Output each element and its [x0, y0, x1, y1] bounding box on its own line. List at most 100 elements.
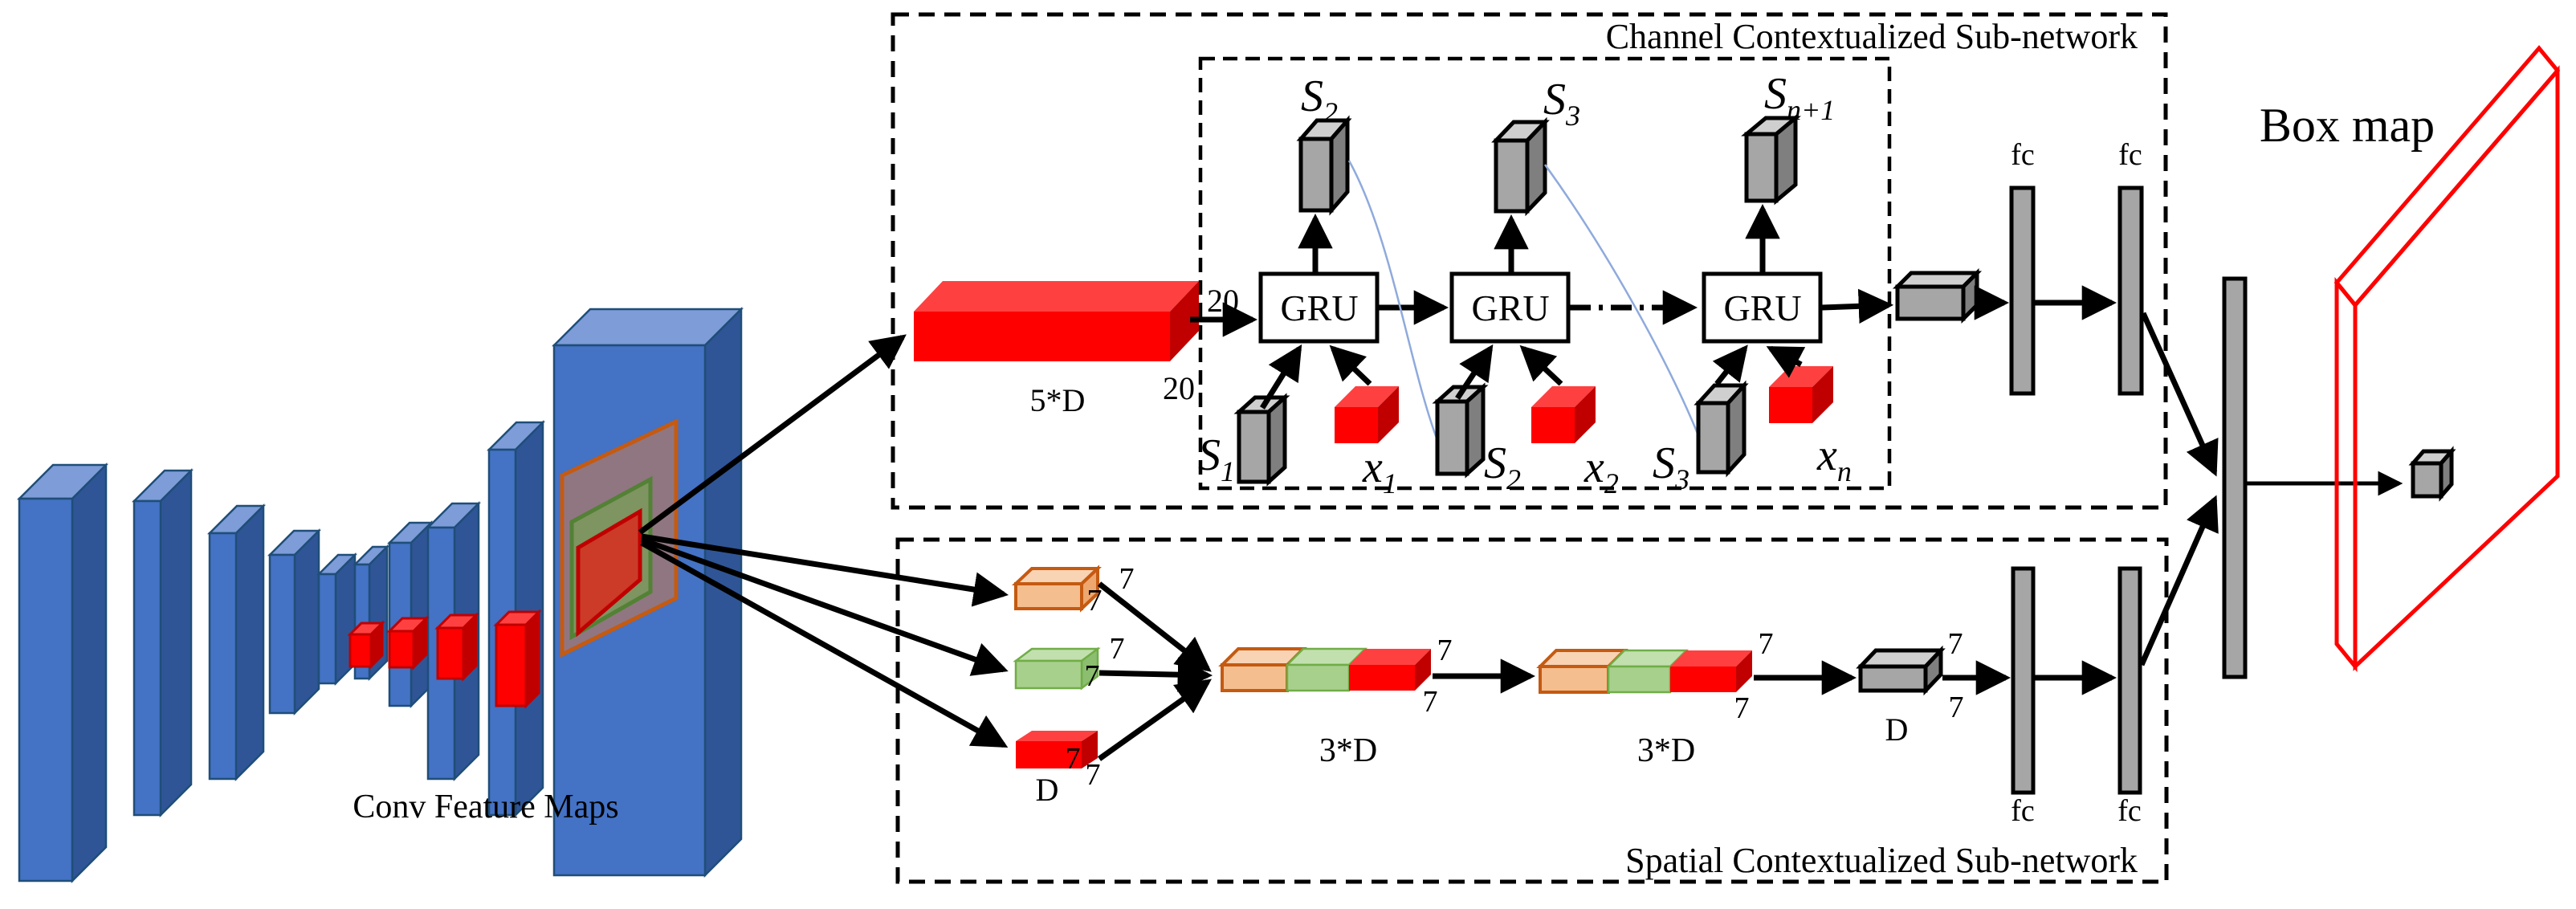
gru-label-2: GRU [1471, 287, 1549, 328]
channel-input-tensor [914, 281, 1199, 361]
channel-fc1-layer [2009, 185, 2036, 396]
dim7-concat1-a: 7 [1437, 634, 1453, 667]
concat2-label: 3*D [1637, 732, 1695, 769]
channel-subnetwork-title: Channel Contextualized Sub-network [1606, 17, 2138, 56]
roi-fanout-arrows [638, 334, 1009, 748]
channel-subnetwork: Channel Contextualized Sub-network 5*D 2… [891, 12, 2219, 510]
gru-label-1: GRU [1280, 287, 1358, 328]
x-input-1 [1335, 386, 1399, 443]
output-stage: Box map [2222, 45, 2561, 679]
label-x2: x2 [1584, 442, 1619, 499]
arrow-xn-gru3 [1766, 345, 1806, 378]
dim-20-left: 20 [1163, 370, 1195, 406]
gru-box-3 [1702, 271, 1823, 344]
roi-overlay-red [576, 507, 642, 638]
pooled-label: D [1885, 711, 1909, 748]
dim7-pool-b: 7 [1949, 691, 1964, 724]
state-input-s3 [1694, 380, 1749, 478]
state-output-s3 [1491, 116, 1550, 217]
arrow-s1-gru1 [1260, 344, 1302, 410]
concat-block-2 [1536, 649, 1752, 694]
label-s3-out: S3 [1543, 75, 1580, 132]
dim-20-top: 20 [1207, 283, 1239, 319]
x-input-n [1769, 366, 1833, 423]
box-map-plane [2333, 45, 2561, 672]
roi-box-4 [493, 609, 542, 709]
arrow-x2-gru2 [1519, 344, 1563, 386]
spatial-fc2-label: fc [2117, 794, 2142, 828]
arrow-red-concat [1097, 679, 1212, 761]
spatial-fc1-label: fc [2011, 794, 2035, 828]
label-s2-in: S2 [1484, 438, 1521, 495]
arrow-channel-to-merge [2140, 312, 2219, 477]
state-input-s2 [1432, 382, 1489, 479]
dim7-concat1-b: 7 [1423, 685, 1438, 719]
label-x1: x1 [1362, 442, 1397, 499]
conv-slab-4 [267, 528, 322, 716]
gru-box-2 [1449, 271, 1571, 344]
channel-input-label: 5*D [1030, 382, 1086, 418]
x-input-2 [1531, 386, 1596, 443]
arrow-s2-gru2 [1455, 344, 1494, 400]
concat-block-1 [1218, 647, 1431, 692]
channel-fc2-label: fc [2118, 138, 2142, 172]
spatial-subnetwork: Spatial Contextualized Sub-network 7 7 7… [895, 495, 2219, 884]
spatial-subnetwork-title: Spatial Contextualized Sub-network [1625, 841, 2138, 880]
dim7-red-a: 7 [1066, 742, 1081, 776]
spatial-subnetwork-box [895, 537, 2169, 884]
roi-depth-label: D [1036, 772, 1059, 808]
state-curve-s2 [1347, 160, 1441, 447]
channel-subnetwork-box [891, 12, 2168, 510]
pooled-box-red [1016, 731, 1098, 768]
arrow-x1-gru1 [1329, 344, 1372, 386]
dim7-green-b: 7 [1085, 659, 1100, 693]
label-s2-out: S2 [1301, 71, 1338, 128]
dim7-concat2-b: 7 [1734, 691, 1750, 725]
spatial-pooled-box [1856, 645, 1946, 696]
prediction-cell-cube [2408, 446, 2456, 502]
concat1-label: 3*D [1319, 732, 1377, 769]
gru-chain-box [1198, 56, 1892, 491]
roi-box-3 [434, 612, 479, 682]
roi-box-1 [347, 620, 385, 670]
spatial-fc2-layer [2117, 566, 2142, 795]
dim7-concat2-a: 7 [1759, 627, 1774, 661]
label-s1-in: S1 [1198, 430, 1235, 487]
conv-slab-7 [386, 520, 434, 709]
conv-slab-10 [551, 306, 744, 878]
arrow-roi-to-red [640, 540, 1009, 748]
channel-fc2-layer [2117, 185, 2144, 396]
conv-feature-maps: Conv Feature Maps [16, 306, 744, 884]
arrow-green-concat [1098, 657, 1213, 692]
dim7-orange-a: 7 [1119, 562, 1135, 596]
box-map-label: Box map [2260, 99, 2435, 152]
dim7-green-a: 7 [1110, 632, 1125, 666]
channel-fc1-label: fc [2011, 138, 2035, 172]
conv-feature-maps-label: Conv Feature Maps [353, 789, 618, 825]
gru-box-1 [1258, 271, 1380, 344]
dim7-pool-a: 7 [1948, 627, 1963, 661]
conv-slab-2 [131, 467, 194, 818]
pooled-box-green [1013, 646, 1101, 691]
gru-label-3: GRU [1723, 287, 1801, 328]
state-output-s2 [1296, 115, 1352, 216]
label-s3-in: S3 [1653, 438, 1689, 495]
spatial-fc1-layer [2011, 566, 2036, 795]
roi-box-2 [386, 615, 430, 671]
arrow-s3-gru3 [1712, 344, 1748, 386]
dim7-red-b: 7 [1086, 758, 1101, 792]
merge-layer-bar [2222, 276, 2248, 679]
pooled-box-orange [1011, 565, 1103, 613]
arrow-gru3-out [1821, 288, 1894, 324]
channel-output-box [1892, 267, 1983, 324]
arrow-orange-concat [1097, 581, 1212, 672]
state-curve-s3 [1543, 164, 1700, 436]
state-input-s1 [1233, 393, 1290, 487]
conv-slab-3 [206, 503, 267, 782]
conv-slab-1 [16, 462, 109, 884]
dim7-orange-b: 7 [1087, 584, 1103, 618]
label-xn: xn [1816, 430, 1852, 487]
state-output-sn1 [1741, 113, 1801, 206]
arrow-roi-to-orange [641, 533, 1009, 607]
